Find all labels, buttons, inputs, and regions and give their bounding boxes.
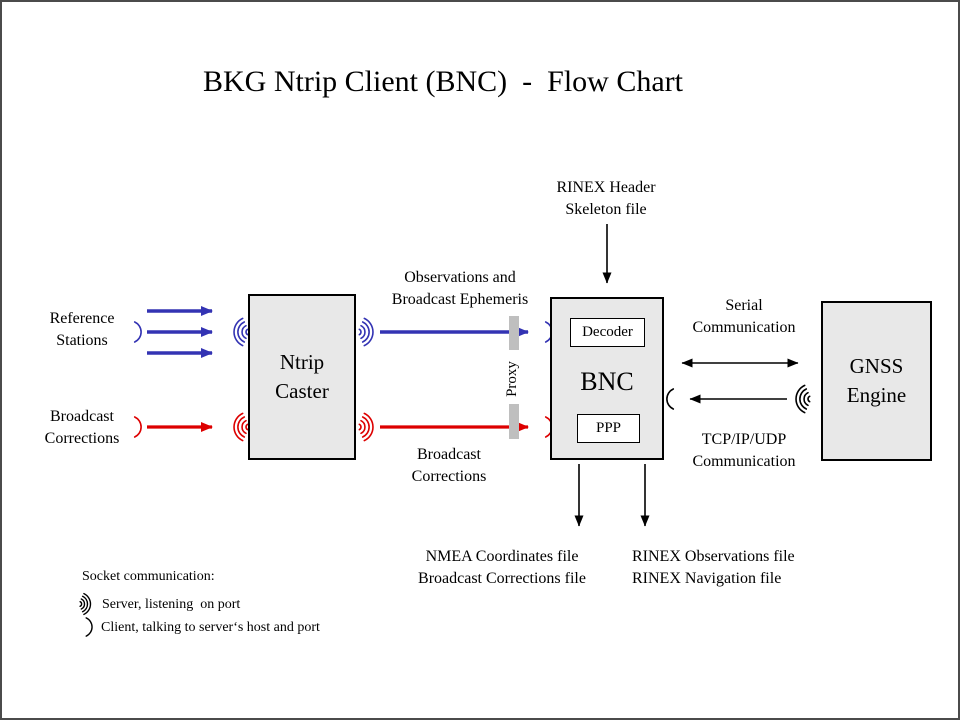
- label-line: Broadcast Ephemeris: [391, 291, 529, 308]
- label-line: Serial: [725, 297, 763, 314]
- server-socket-icon: [358, 412, 374, 442]
- node-label-line: Engine: [846, 383, 907, 407]
- label-line: RINEX Header: [556, 179, 656, 196]
- server-socket-icon: [358, 317, 374, 347]
- proxy-bar: [509, 316, 519, 350]
- node-gnss-engine: GNSS Engine: [821, 301, 932, 461]
- label-line: RINEX Observations file: [632, 548, 795, 565]
- proxy-bar: [509, 404, 519, 439]
- node-ppp: PPP: [577, 414, 640, 443]
- node-bnc-label: BNC: [580, 367, 634, 396]
- node-decoder: Decoder: [570, 318, 645, 347]
- label-line: Reference: [49, 310, 115, 327]
- label-line: Observations and: [404, 269, 516, 286]
- label-line: NMEA Coordinates file: [425, 548, 579, 565]
- label-line: RINEX Navigation file: [632, 570, 782, 587]
- node-ntrip-caster: Ntrip Caster: [248, 294, 356, 460]
- label-line: TCP/IP/UDP: [701, 431, 787, 448]
- label-rinex-output-files: RINEX Observations file RINEX Navigation…: [632, 546, 837, 590]
- reference-station-arrows: [147, 306, 213, 358]
- label-proxy: Proxy: [503, 361, 520, 397]
- page-title: BKG Ntrip Client (BNC) - Flow Chart: [203, 65, 683, 98]
- server-socket-icon: [795, 384, 811, 414]
- label-observations-stream: Observations and Broadcast Ephemeris: [365, 267, 555, 311]
- label-line: Communication: [692, 453, 796, 470]
- label-rinex-header: RINEX Header Skeleton file: [521, 177, 691, 221]
- server-socket-icon: [79, 592, 92, 616]
- node-label-line: GNSS: [849, 354, 904, 378]
- server-socket-icon: [233, 412, 249, 442]
- label-serial-communication: Serial Communication: [670, 295, 818, 339]
- label-line: Broadcast: [417, 446, 481, 463]
- label-broadcast-corrections-stream: Broadcast Corrections: [369, 444, 529, 488]
- label-line: Stations: [56, 332, 108, 349]
- legend-heading: Socket communication:: [82, 569, 215, 584]
- label-line: Skeleton file: [565, 201, 647, 218]
- label-broadcast-corrections-input: Broadcast Corrections: [17, 406, 147, 450]
- label-tcpip-communication: TCP/IP/UDP Communication: [664, 429, 824, 473]
- client-socket-icon: [133, 321, 142, 343]
- client-socket-icon: [666, 388, 675, 410]
- label-line: Broadcast: [50, 408, 114, 425]
- label-line: Communication: [692, 319, 796, 336]
- label-line: Broadcast Corrections file: [418, 570, 586, 587]
- legend-server-text: Server, listening on port: [102, 597, 241, 612]
- client-socket-icon: [133, 416, 142, 438]
- node-label-line: Caster: [275, 379, 329, 403]
- client-socket-icon: [85, 617, 93, 637]
- label-line: Corrections: [411, 468, 487, 485]
- legend-client-text: Client, talking to server‘s host and por…: [101, 620, 320, 635]
- node-label-line: Ntrip: [279, 350, 325, 374]
- label-reference-stations: Reference Stations: [27, 308, 137, 352]
- label-nmea-output-files: NMEA Coordinates file Broadcast Correcti…: [395, 546, 609, 590]
- label-line: Corrections: [44, 430, 120, 447]
- node-bnc: Decoder BNC PPP: [550, 297, 664, 460]
- server-socket-icon: [233, 317, 249, 347]
